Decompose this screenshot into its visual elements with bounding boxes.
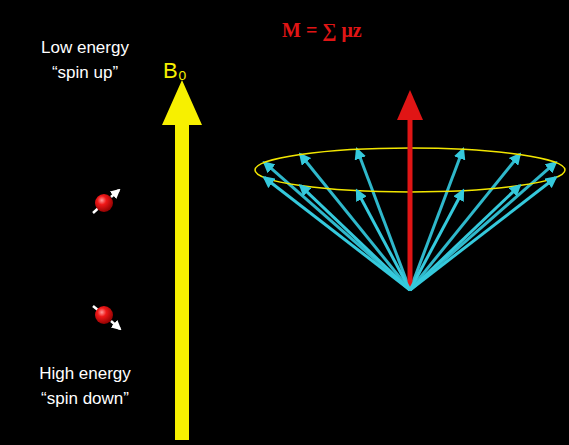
field-label: B₀: [163, 55, 213, 87]
spin-arrow: [111, 190, 119, 197]
spin-vector: [264, 178, 410, 290]
spin-vector: [410, 162, 556, 290]
magnetization-formula: M = ∑ μz: [282, 16, 402, 45]
energy-label: Low energy “spin up”: [30, 36, 140, 85]
spin-vector: [410, 154, 520, 290]
spin-vector: [300, 186, 410, 290]
spin-vector: [410, 186, 520, 290]
proton-ball: [95, 194, 113, 212]
energy-label: High energy “spin down”: [30, 362, 140, 411]
precession-cone: [255, 90, 565, 290]
magnetization-head: [397, 90, 423, 120]
spin-vector: [410, 191, 463, 290]
field-arrow: [162, 80, 202, 440]
spin-vector: [300, 154, 410, 290]
proton-ball: [95, 306, 113, 324]
spin-vector: [410, 178, 556, 290]
spin-vector: [264, 162, 410, 290]
magnetization-arrow: [408, 118, 413, 290]
spin-vector: [357, 191, 410, 290]
spin-arrow: [111, 321, 120, 329]
